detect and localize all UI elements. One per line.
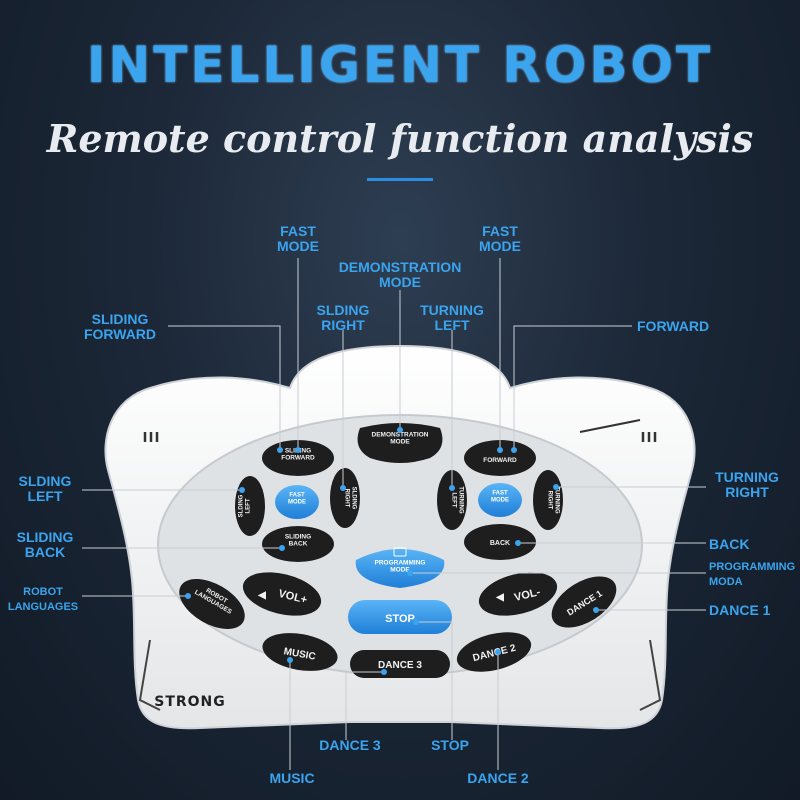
left-vent-icon bbox=[143, 432, 159, 442]
svg-text:SLDINGRIGHT: SLDINGRIGHT bbox=[344, 487, 357, 510]
callout-dance-1: DANCE 1 bbox=[709, 602, 771, 618]
stop-button[interactable]: STOP bbox=[348, 600, 452, 634]
keyboard-icon bbox=[393, 547, 407, 557]
robot-languages-button[interactable]: ROBOTLANGUAGES bbox=[171, 569, 253, 640]
sliding-left-button[interactable]: SLDINGLEFT bbox=[235, 476, 265, 536]
left-lower-trim bbox=[138, 639, 161, 711]
svg-text:FORWARD: FORWARD bbox=[483, 457, 517, 464]
leader-lines bbox=[82, 258, 706, 770]
page-title: INTELLIGENT ROBOT bbox=[86, 36, 714, 94]
svg-text:DANCE 3: DANCE 3 bbox=[378, 660, 422, 671]
callout-music: MUSIC bbox=[269, 770, 315, 786]
callout-stop: STOP bbox=[431, 737, 469, 753]
turning-right-button[interactable]: TURNINGRIGHT bbox=[533, 470, 563, 530]
svg-text:BACK: BACK bbox=[490, 540, 510, 547]
subtitle-underline bbox=[367, 178, 433, 181]
speaker-icon: ◀ bbox=[257, 590, 266, 601]
brand-logo: STRONG bbox=[154, 694, 226, 710]
page-subtitle: Remote control function analysis bbox=[46, 116, 754, 161]
callout-dance-3: DANCE 3 bbox=[319, 737, 381, 753]
callout-dance-2: DANCE 2 bbox=[467, 770, 529, 786]
right-edge-accent bbox=[579, 419, 641, 433]
leader-dots bbox=[185, 427, 599, 675]
svg-text:TURNINGRIGHT: TURNINGRIGHT bbox=[547, 486, 560, 514]
dance-1-button[interactable]: DANCE 1 bbox=[543, 566, 625, 638]
callout-forward: FORWARD bbox=[637, 318, 710, 334]
svg-text:STOP: STOP bbox=[385, 613, 415, 625]
callout-back: BACK bbox=[709, 536, 750, 552]
svg-text:TURNINGLEFT: TURNINGLEFT bbox=[451, 486, 464, 514]
turning-left-button[interactable]: TURNINGLEFT bbox=[437, 470, 467, 530]
forward-button[interactable]: FORWARD bbox=[464, 440, 536, 476]
right-vent-icon bbox=[641, 432, 657, 442]
vol-minus-button[interactable]: ◀ VOL- bbox=[474, 565, 561, 623]
speaker-icon: ◀ bbox=[495, 592, 504, 603]
dance-3-button[interactable]: DANCE 3 bbox=[350, 650, 450, 678]
dance-2-button[interactable]: DANCE 2 bbox=[453, 625, 535, 678]
svg-text:SLDINGLEFT: SLDINGLEFT bbox=[239, 494, 252, 517]
back-button[interactable]: BACK bbox=[464, 524, 536, 560]
right-lower-trim bbox=[639, 639, 662, 711]
sliding-right-button[interactable]: SLDINGRIGHT bbox=[330, 468, 360, 528]
vol-plus-button[interactable]: ◀ VOL+ bbox=[238, 565, 325, 623]
